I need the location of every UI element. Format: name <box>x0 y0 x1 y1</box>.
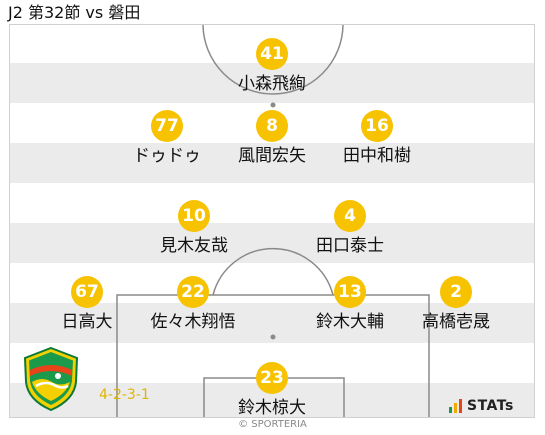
stats-bars-icon <box>449 399 462 413</box>
player-number-badge: 8 <box>256 110 288 142</box>
player-number-badge: 2 <box>440 276 472 308</box>
formation-label: 4-2-3-1 <box>99 387 150 403</box>
copyright-text: © SPORTERIA <box>238 419 307 430</box>
player-10[interactable]: 10 見木友哉 <box>134 200 254 257</box>
player-name: 高橋壱晟 <box>422 312 490 332</box>
player-number-badge: 41 <box>256 38 288 70</box>
player-number-badge: 10 <box>178 200 210 232</box>
player-2[interactable]: 2 高橋壱晟 <box>396 276 516 333</box>
player-8[interactable]: 8 風間宏矢 <box>212 110 332 167</box>
player-number-badge: 67 <box>71 276 103 308</box>
pitch-stripe <box>10 143 534 183</box>
player-name: 田口泰士 <box>316 236 384 256</box>
player-name: 田中和樹 <box>343 146 411 166</box>
stats-brand-text: STATs <box>467 398 514 414</box>
player-16[interactable]: 16 田中和樹 <box>317 110 437 167</box>
player-22[interactable]: 22 佐々木翔悟 <box>133 276 253 333</box>
player-41[interactable]: 41 小森飛絢 <box>212 38 332 95</box>
player-name: 風間宏矢 <box>238 146 306 166</box>
team-crest-icon <box>23 346 79 412</box>
player-name: 鈴木大輔 <box>316 312 384 332</box>
player-number-badge: 13 <box>334 276 366 308</box>
player-4[interactable]: 4 田口泰士 <box>290 200 410 257</box>
stats-logo: STATs <box>449 395 514 413</box>
penalty-box <box>116 294 430 417</box>
player-name: 佐々木翔悟 <box>150 312 236 332</box>
player-number-badge: 4 <box>334 200 366 232</box>
player-name: 鈴木椋大 <box>238 398 306 418</box>
top-spot <box>270 102 276 108</box>
player-name: 見木友哉 <box>160 236 228 256</box>
player-name: 日高大 <box>61 312 113 332</box>
player-13[interactable]: 13 鈴木大輔 <box>290 276 410 333</box>
player-67[interactable]: 67 日高大 <box>27 276 147 333</box>
player-23[interactable]: 23 鈴木椋大 <box>212 362 332 419</box>
top-center-circle <box>202 25 344 95</box>
pitch-stripe <box>10 223 534 263</box>
player-77[interactable]: 77 ドゥドゥ <box>107 110 227 167</box>
penalty-arc <box>212 247 334 296</box>
match-title: J2 第32節 vs 磐田 <box>8 3 141 22</box>
player-number-badge: 22 <box>177 276 209 308</box>
player-number-badge: 16 <box>361 110 393 142</box>
penalty-spot <box>270 334 276 340</box>
player-name: 小森飛絢 <box>238 74 306 94</box>
player-number-badge: 77 <box>151 110 183 142</box>
player-name: ドゥドゥ <box>133 146 201 166</box>
player-number-badge: 23 <box>256 362 288 394</box>
